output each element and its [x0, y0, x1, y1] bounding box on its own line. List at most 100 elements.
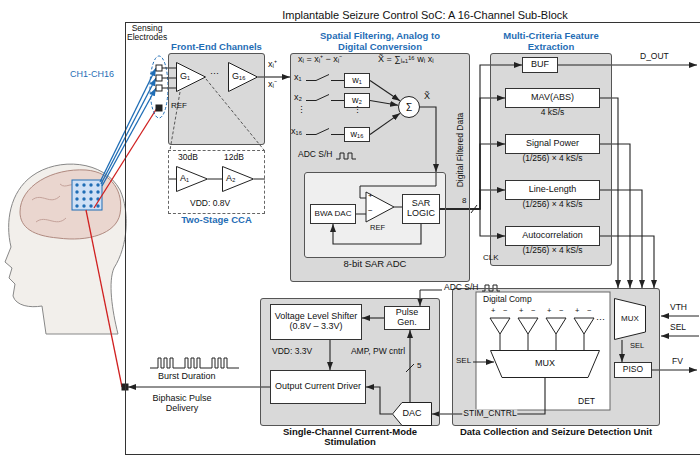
- block-panel: Data Collection and Seizure Detection Un…: [452, 288, 660, 426]
- equation: xᵢ = xᵢ⁺ − xᵢ⁻: [298, 55, 342, 65]
- process-box: Signal Power(1/256) × 4 kS/s: [505, 134, 600, 154]
- comparator-sign: +: [519, 307, 523, 315]
- block-panel: 8-bit SAR ADCBWA DACSAR LOGIC: [304, 172, 446, 258]
- label-holder: ADC S/H: [444, 283, 478, 292]
- amplifier-symbol-outline: [223, 167, 254, 192]
- clock-label: ADC S/H: [298, 150, 332, 159]
- signal-connector: [366, 387, 392, 414]
- process-box: w₁: [344, 73, 370, 88]
- process-box: PISO: [614, 362, 652, 378]
- text-holder: A₂: [222, 166, 254, 192]
- electrode-grid: [82, 204, 85, 207]
- pin-name: REF: [171, 102, 187, 111]
- amplifier-symbol-outline: [177, 63, 206, 92]
- comparator-symbol: [366, 192, 394, 222]
- block-fill: [260, 298, 440, 426]
- amplifier-symbol: G₁: [176, 62, 206, 92]
- mux-symbol-outline: [615, 299, 646, 340]
- node-text: SAR LOGIC: [405, 199, 437, 219]
- clock-pulse: [336, 153, 500, 291]
- electrode-grid: [96, 190, 99, 193]
- label-holder: STIM_CNTRL: [462, 409, 517, 418]
- label-holder: CH1-CH16: [70, 70, 114, 80]
- signal-connector: [600, 98, 618, 288]
- label-holder: X̃: [424, 92, 430, 102]
- amplifier-symbol: A₁: [176, 166, 208, 192]
- signal-connector: [370, 81, 400, 101]
- label-holder: 8: [462, 197, 466, 206]
- signal-connector: [621, 340, 622, 362]
- signal-wire: [661, 316, 699, 317]
- switch-symbol: [306, 75, 344, 135]
- signal-name: SEL: [630, 342, 644, 350]
- signal-name: x₁₆: [291, 127, 302, 137]
- node-text: MUX: [621, 315, 639, 324]
- pin-name: REF: [370, 224, 385, 232]
- comparator-sign: −: [559, 307, 563, 315]
- text-holder: Spatial Filtering, Analog to Digital Con…: [305, 31, 455, 52]
- signal-connector: [600, 190, 642, 288]
- block-heading: Two-Stage CCA: [168, 215, 265, 225]
- electrode-grid: [82, 197, 85, 200]
- label-holder: −: [559, 307, 563, 315]
- label-holder: +: [368, 192, 373, 201]
- node-text: Autocorrelation: [522, 231, 583, 241]
- text-holder: Single-Channel Current-Mode Stimulation: [260, 427, 440, 448]
- text-holder: BWA DAC: [311, 205, 355, 223]
- text-holder: Implantable Seizure Control SoC: A 16-Ch…: [125, 9, 700, 21]
- block-heading: Front-End Channels: [168, 42, 265, 52]
- signal-name: xᵢ⁺: [268, 60, 277, 70]
- summer-circle: Σ: [398, 96, 420, 118]
- label-holder: ⋯: [596, 316, 605, 326]
- signal-wire: [473, 362, 494, 363]
- pin: [156, 85, 162, 91]
- signal-name: x₂: [294, 93, 302, 103]
- process-box: Voltage Level Shifter (0.8V – 3.3V): [270, 304, 362, 340]
- comparator-symbol: [574, 318, 594, 334]
- label-holder: −: [587, 307, 591, 315]
- label-holder: CLK: [483, 254, 499, 263]
- label-holder: SEL: [630, 342, 644, 350]
- block-panel: Multi-Criteria Feature ExtractionBUFMAV(…: [490, 53, 612, 266]
- electrode-grid: [89, 183, 92, 186]
- burst-waveform: [150, 358, 239, 368]
- comparator-sign: +: [547, 307, 551, 315]
- electrode-label: Sensing Electrodes: [127, 24, 167, 43]
- switch-symbol: [306, 129, 344, 135]
- signal-name: FV: [672, 357, 683, 366]
- equation: X̃ = ∑ᵢ₌₁¹⁶ wᵢ xᵢ: [378, 55, 434, 65]
- rate-label: (1/256) × 4 kS/s: [490, 246, 615, 255]
- block-panel: Single-Channel Current-Mode StimulationV…: [260, 298, 440, 426]
- block-label: DET: [578, 397, 595, 406]
- process-box: SAR LOGIC: [402, 194, 440, 224]
- ellipsis: ⋮: [353, 106, 362, 116]
- comparator-sign: +: [491, 307, 495, 315]
- amplifier-symbol-outline: [177, 167, 208, 192]
- text-holder: MUX: [490, 350, 600, 378]
- label-holder: VDD: 3.3V: [272, 347, 312, 356]
- supply-label: VDD: 3.3V: [272, 347, 312, 356]
- label-holder: +: [519, 307, 523, 315]
- comparator-sign: −: [368, 207, 373, 216]
- block-heading: Single-Channel Current-Mode Stimulation: [260, 427, 440, 448]
- rate-label: (1/256) × 4 kS/s: [490, 154, 615, 163]
- process-box: Pulse Gen.: [384, 306, 430, 330]
- comparator-sign: −: [587, 307, 591, 315]
- comparator-symbol: [518, 318, 538, 334]
- comparator-symbol: [546, 318, 566, 334]
- process-box: Autocorrelation(1/256) × 4 kS/s: [505, 226, 600, 246]
- connector-label: AMP, PW cntrl: [350, 347, 406, 356]
- label-holder: ⋮: [297, 106, 306, 116]
- process-box: BUF: [522, 57, 558, 73]
- electrode-grid: [75, 183, 78, 186]
- block-fill: [168, 53, 265, 145]
- zoom-line: [170, 79, 264, 150]
- text-holder: (1/256) × 4 kS/s: [490, 200, 615, 209]
- summer-circle-outline: [399, 97, 420, 118]
- label-holder: x₁: [294, 73, 302, 83]
- ellipsis: ⋮: [297, 106, 306, 116]
- electrode-grid: [75, 197, 78, 200]
- signal-connector: [420, 107, 436, 172]
- gain-label: 12dB: [224, 153, 244, 162]
